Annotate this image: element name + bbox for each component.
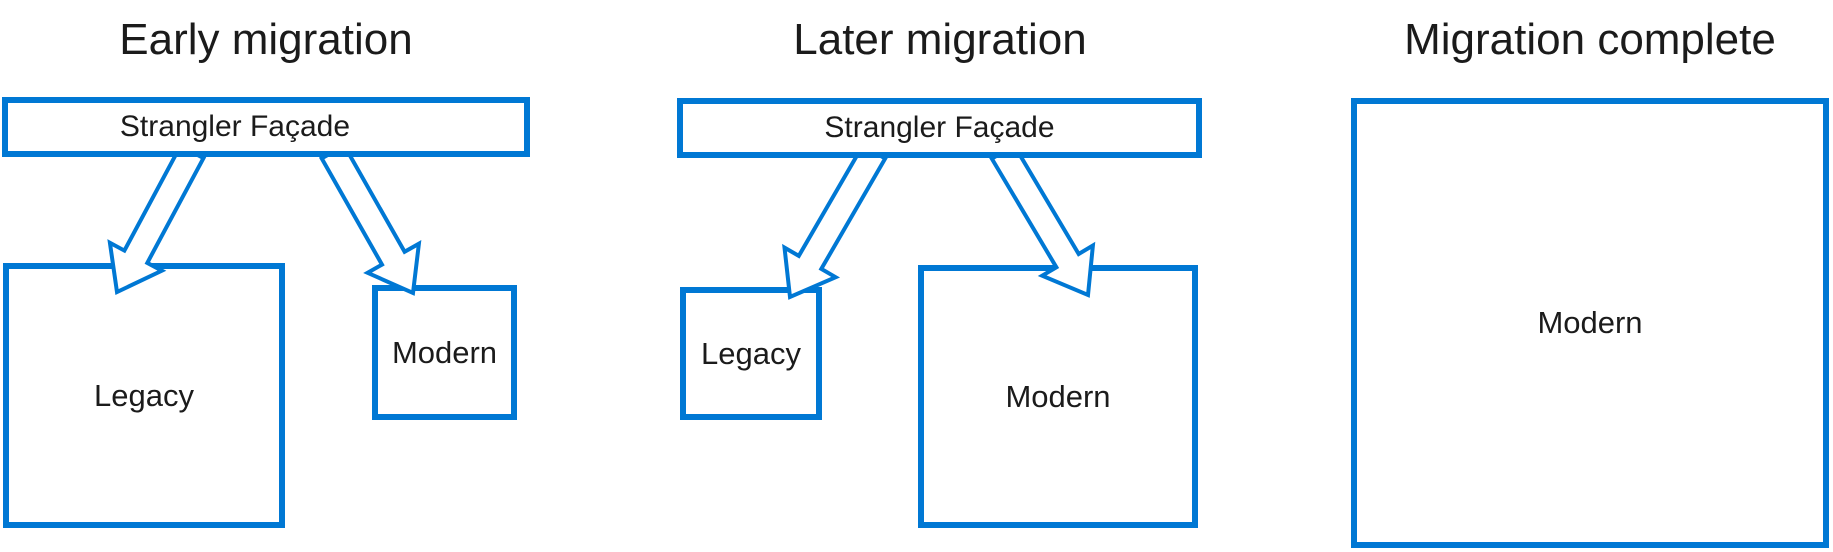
modern-box: Modern [1351, 98, 1829, 548]
modern-box: Modern [372, 285, 517, 420]
strangler-facade-box: Strangler Façade [677, 98, 1202, 158]
modern-label: Modern [1005, 378, 1111, 414]
legacy-label: Legacy [701, 335, 801, 371]
modern-label: Modern [1537, 305, 1643, 340]
panel-title-later-migration: Later migration [793, 15, 1087, 64]
panel-title-early-migration: Early migration [119, 15, 413, 64]
modern-box: Modern [918, 265, 1198, 528]
strangler-facade-box: Strangler Façade [2, 97, 530, 157]
legacy-box: Legacy [3, 263, 285, 528]
facade-to-legacy-arrow [782, 142, 888, 300]
facade-to-modern-arrow [318, 142, 422, 296]
legacy-box: Legacy [680, 287, 822, 420]
legacy-label: Legacy [94, 377, 194, 413]
modern-label: Modern [391, 334, 498, 370]
strangler-facade-label: Strangler Façade [824, 111, 1055, 144]
strangler-facade-label: Strangler Façade [119, 110, 351, 143]
panel-title-migration-complete: Migration complete [1404, 15, 1776, 64]
